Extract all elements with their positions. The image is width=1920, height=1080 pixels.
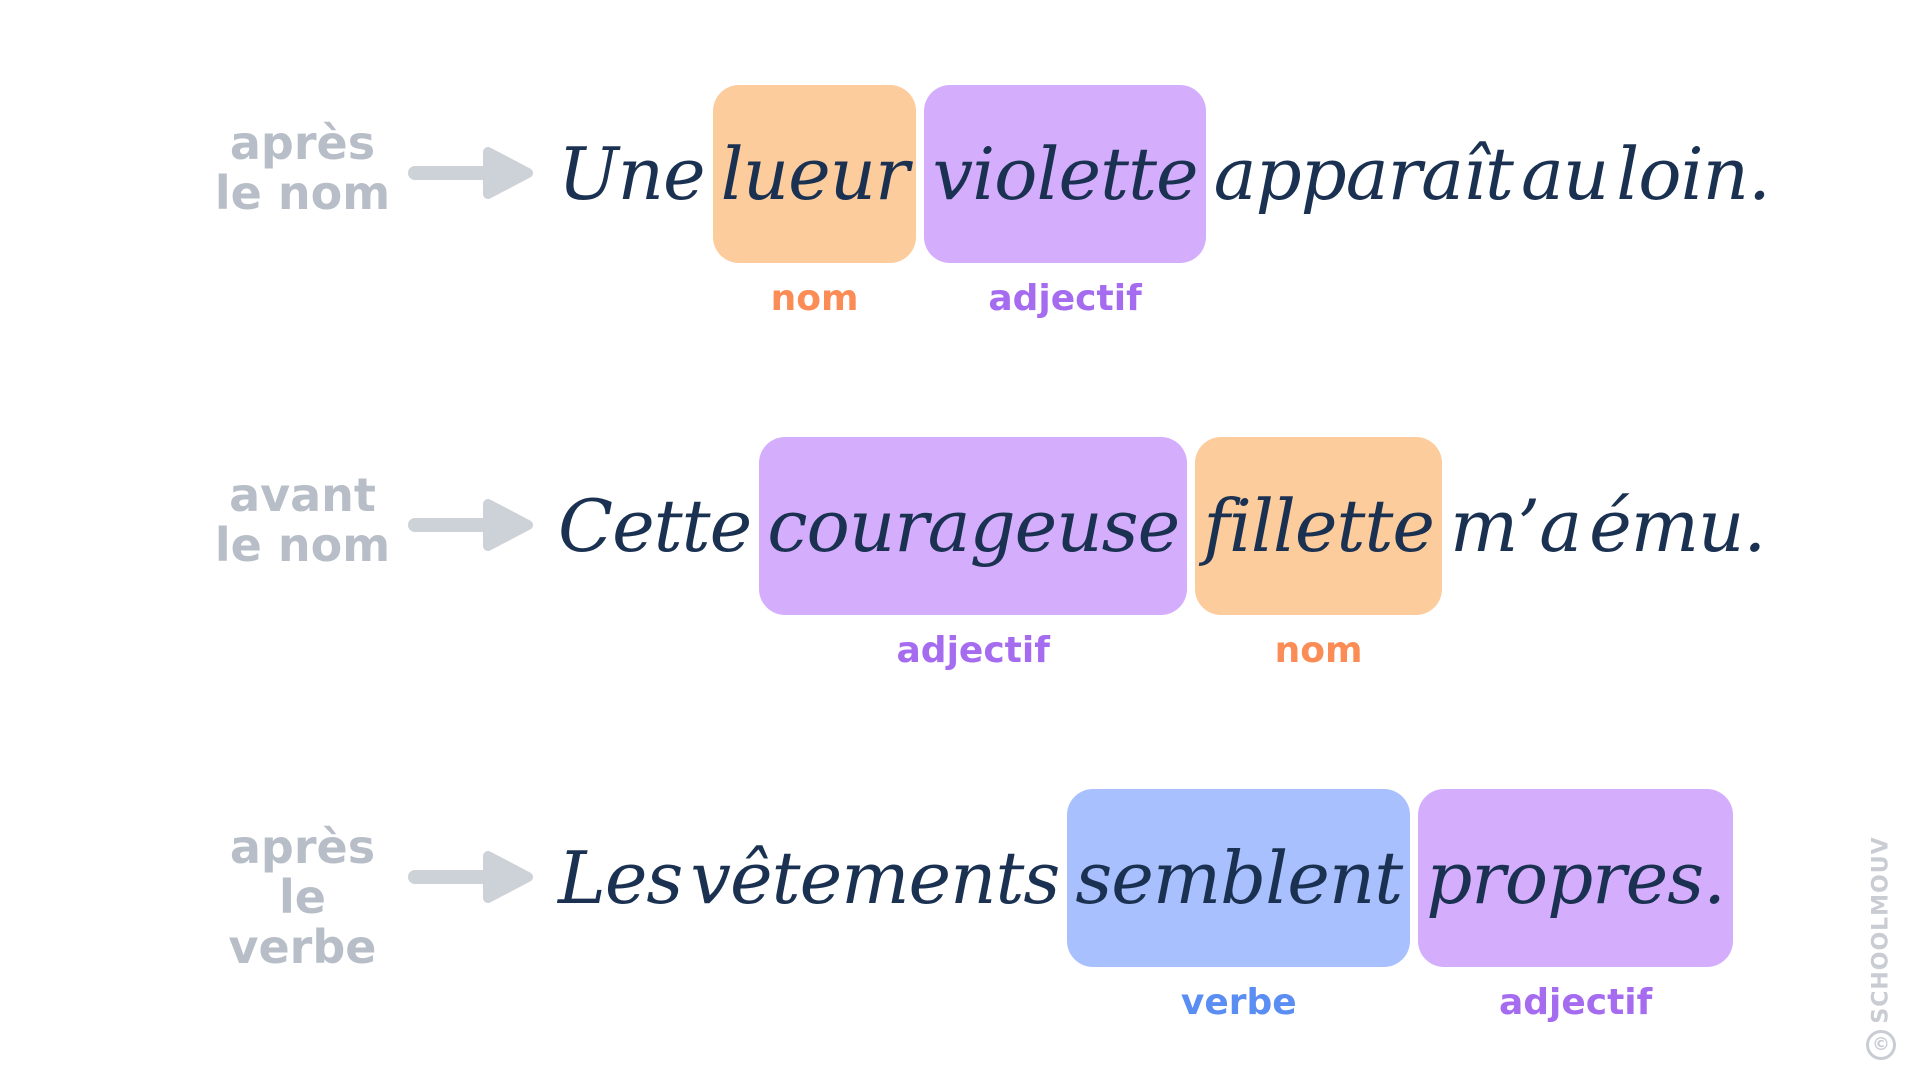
- highlight-tile-verbe: semblent verbe: [1067, 789, 1411, 1023]
- grammar-tag: adjectif: [988, 278, 1142, 319]
- highlight-tile-nom: fillette nom: [1195, 437, 1443, 671]
- sentence: Une lueur nom violette adjectif apparaît…: [558, 85, 1771, 319]
- word-highlighted: propres.: [1418, 789, 1734, 967]
- arrow-right-icon: [408, 499, 533, 551]
- schoolmouv-watermark: SCHOOLMOUV ©: [1862, 836, 1902, 1060]
- watermark-text: SCHOOLMOUV: [1868, 836, 1894, 1024]
- word-highlighted: courageuse: [759, 437, 1188, 615]
- word-highlighted: lueur: [712, 85, 917, 263]
- position-label-line-2: le nom: [214, 518, 391, 572]
- position-label-line-2: le nom: [214, 166, 391, 220]
- word: m’a: [1450, 484, 1582, 568]
- sentence: Cette courageuse adjectif fillette nom m…: [558, 437, 1766, 671]
- grammar-tag: adjectif: [896, 630, 1050, 671]
- position-label-line-2: le verbe: [228, 870, 377, 974]
- highlight-tile-nom: lueur nom: [712, 85, 917, 319]
- position-label-line-1: avant: [229, 468, 376, 522]
- grammar-tag: nom: [770, 278, 859, 319]
- word: ému.: [1589, 484, 1766, 568]
- word: vêtements: [690, 836, 1060, 920]
- word-highlighted: semblent: [1067, 789, 1411, 967]
- highlight-tile-adjectif: propres. adjectif: [1418, 789, 1734, 1023]
- position-label-line-1: après: [229, 116, 376, 170]
- word: Les: [558, 836, 683, 920]
- position-label-line-1: après: [229, 820, 376, 874]
- position-label: avant le nom: [200, 470, 405, 570]
- copyright-icon: ©: [1866, 1030, 1896, 1060]
- word: Cette: [558, 484, 752, 568]
- word-highlighted: fillette: [1195, 437, 1443, 615]
- word: Une: [558, 132, 706, 216]
- arrow-right-icon: [408, 147, 533, 199]
- position-label: après le verbe: [200, 822, 405, 972]
- highlight-tile-adjectif: courageuse adjectif: [759, 437, 1188, 671]
- arrow-right-icon: [408, 851, 533, 903]
- grammar-tag: adjectif: [1498, 982, 1653, 1023]
- word: au: [1520, 132, 1609, 216]
- word: loin.: [1616, 132, 1771, 216]
- word-highlighted: violette: [924, 85, 1206, 263]
- position-label: après le nom: [200, 118, 405, 218]
- highlight-tile-adjectif: violette adjectif: [924, 85, 1206, 319]
- word: apparaît: [1213, 132, 1514, 216]
- grammar-tag: verbe: [1180, 982, 1297, 1023]
- sentence: Les vêtements semblent verbe propres. ad…: [558, 789, 1734, 1023]
- grammar-tag: nom: [1274, 630, 1363, 671]
